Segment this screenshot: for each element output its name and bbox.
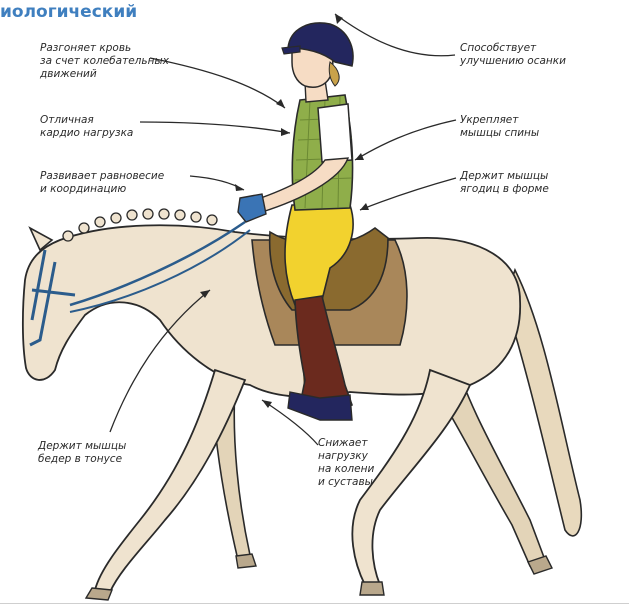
horse-hoof [86, 588, 112, 600]
bottom-divider [0, 603, 629, 604]
rider-glove [238, 194, 266, 222]
arrow-blood [150, 58, 285, 108]
annotation-thigh: Держит мышцы бедер в тонусе [38, 440, 126, 466]
arrow-glutes [360, 178, 456, 210]
annotation-posture: Способствует улучшению осанки [460, 42, 566, 68]
annotation-glutes: Держит мышцы ягодиц в форме [460, 170, 549, 196]
horse-hoof [360, 582, 384, 595]
annotation-cardio: Отличная кардио нагрузка [40, 114, 133, 140]
horse-hoof [236, 554, 256, 568]
annotation-knee: Снижает нагрузку на колени и суставы [318, 437, 374, 489]
rider-hair [329, 62, 339, 86]
annotation-balance: Развивает равновесие и координацию [40, 170, 164, 196]
arrow-cardio [140, 122, 290, 133]
annotation-blood: Разгоняет кровь за счет колебательных дв… [40, 42, 169, 81]
annotation-back: Укрепляет мышцы спины [460, 114, 539, 140]
arrow-back [355, 120, 456, 160]
rider-sleeve [318, 104, 352, 162]
helmet-brim [282, 46, 300, 54]
